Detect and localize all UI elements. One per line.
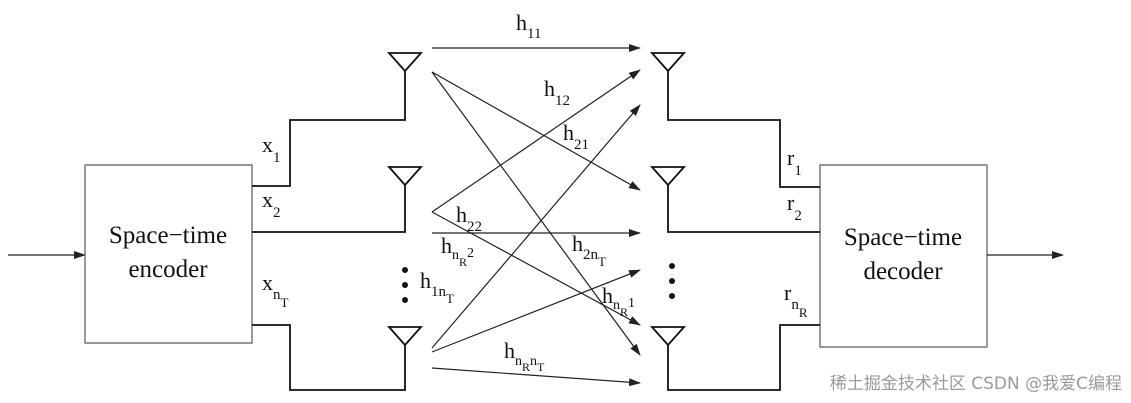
label-rnR: rnR: [784, 280, 808, 320]
tx-antenna-2-icon: [386, 166, 424, 187]
channel-arrow-hnR1: [431, 71, 641, 356]
label-h22: h22: [456, 202, 482, 235]
tx-wire-1: [252, 70, 406, 187]
label-hnR1: hnR1: [602, 283, 635, 319]
label-x1: x1: [262, 132, 281, 166]
rx-wire-1: [667, 70, 820, 188]
encoder-label-line2: encoder: [128, 256, 208, 283]
decoder-box: Space−time decoder: [819, 164, 988, 348]
label-h11: h11: [516, 10, 541, 42]
label-hnR2: hnR2: [441, 233, 474, 269]
label-h12: h12: [544, 76, 570, 109]
encoder-box: Space−time encoder: [84, 164, 253, 344]
channel-arrow-h1nT: [431, 104, 641, 349]
tx-ellipsis: [402, 267, 408, 303]
rx-antenna-nR-icon: [649, 326, 687, 347]
label-h21: h21: [563, 120, 589, 153]
rx-ellipsis: [669, 263, 675, 299]
channel-arrow-h21: [431, 71, 641, 191]
tx-wire-nT: [252, 324, 406, 391]
decoder-label-line2: decoder: [863, 258, 943, 285]
rx-wire-nR: [667, 324, 820, 391]
label-r2: r2: [787, 190, 802, 224]
label-xnT: xnT: [262, 270, 289, 310]
tx-antenna-1-icon: [386, 52, 424, 73]
channel-arrow-h2nT: [431, 269, 641, 353]
rx-antenna-2-icon: [649, 166, 687, 187]
channel-arrow-h12: [431, 69, 641, 213]
label-r1: r1: [787, 145, 802, 179]
label-h2nT: h2nT: [572, 231, 606, 269]
tx-wire-2: [252, 185, 406, 233]
label-x2: x2: [262, 187, 281, 221]
rx-wire-2: [667, 185, 820, 233]
watermark: 稀土掘金技术社区 CSDN @我爱C编程: [830, 374, 1122, 394]
encoder-label-line1: Space−time: [109, 222, 227, 249]
channel-arrow-hnR2: [431, 211, 641, 326]
decoder-label-line1: Space−time: [844, 224, 962, 251]
label-h1nT: h1nT: [420, 268, 454, 306]
rx-antenna-1-icon: [649, 52, 687, 73]
channel-arrow-hnRnT: [431, 367, 641, 387]
label-hnRnT: hnRnT: [504, 338, 545, 374]
tx-antenna-nT-icon: [386, 326, 424, 347]
